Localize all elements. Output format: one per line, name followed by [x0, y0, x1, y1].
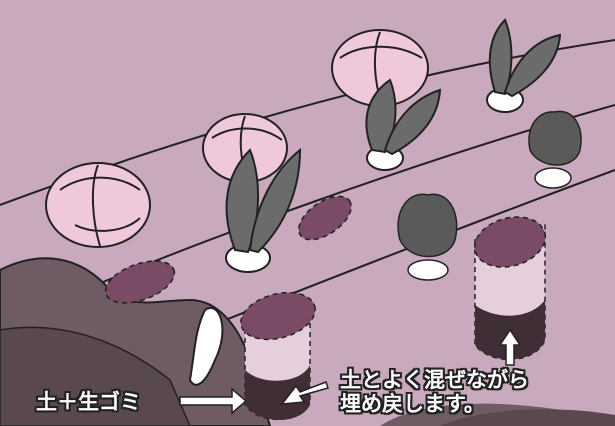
arrow-icon [498, 328, 522, 366]
mix-line-1: 土とよく混ぜながら [340, 368, 529, 392]
mix-instruction-label: 土とよく混ぜながら 埋め戻します。 [340, 368, 529, 416]
spinach-icon [528, 110, 582, 189]
turnip-icon [486, 18, 562, 113]
mix-line-2: 埋め戻します。 [340, 392, 485, 416]
spinach-icon [397, 193, 458, 281]
arrow-icon [280, 381, 329, 405]
cabbage-icon [202, 113, 288, 183]
soil-garbage-label: 土＋生ゴミ [36, 390, 141, 414]
planting-hole [104, 260, 176, 304]
turnip-icon [365, 78, 442, 171]
cabbage-icon [45, 162, 151, 248]
turnip-icon [225, 147, 302, 273]
radish-leaf [188, 307, 224, 386]
planting-hole [298, 195, 352, 241]
arrow-icon [179, 387, 248, 415]
